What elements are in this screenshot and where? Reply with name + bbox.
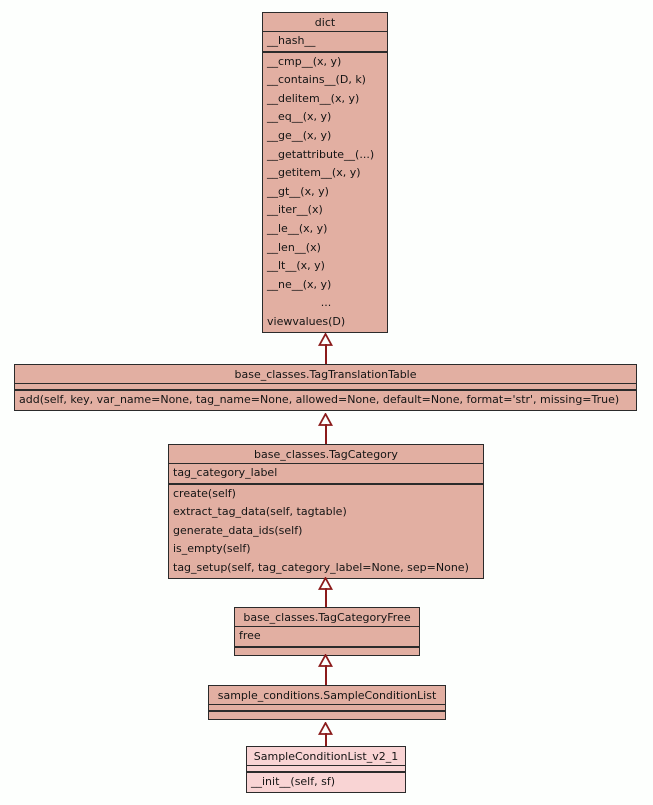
member-row: viewvalues(D): [267, 314, 346, 328]
member-row: __getattribute__(...): [267, 147, 375, 161]
member-row: is_empty(self): [173, 542, 251, 556]
member-row: __init__(self, sf): [251, 775, 336, 788]
attributes-compartment-dict: __hash__: [263, 32, 387, 53]
methods-compartment-sample-condition-list-v2-1: __init__(self, sf): [247, 773, 405, 792]
methods-compartment-dict: __cmp__(x, y) __contains__(D, k) __delitem…: [263, 53, 387, 332]
member-row: __getitem__(x, y): [267, 166, 361, 180]
class-title-tag-translation-table: base_classes.TagTranslationTable: [15, 365, 636, 384]
member-row: __iter__(x): [267, 203, 323, 217]
class-title-sample-condition-list: sample_conditions.SampleConditionList: [209, 686, 445, 705]
member-row: __lt__(x, y): [267, 259, 325, 273]
member-row: __le__(x, y): [267, 221, 328, 235]
class-box-tag-translation-table: base_classes.TagTranslationTable add(sel…: [14, 364, 637, 411]
inheritance-arrow-tagcategoryfree-to-tagcategory: [318, 577, 333, 607]
methods-compartment-sample-condition-list: [209, 712, 445, 719]
class-title-tag-category: base_classes.TagCategory: [169, 445, 483, 464]
member-row: __ne__(x, y): [267, 277, 332, 291]
member-row: __delitem__(x, y): [267, 91, 360, 105]
member-row: __gt__(x, y): [267, 184, 329, 198]
class-box-tag-category: base_classes.TagCategory tag_category_la…: [168, 444, 484, 579]
class-title-sample-condition-list-v2-1: SampleConditionList_v2_1: [247, 747, 405, 766]
class-box-sample-condition-list: sample_conditions.SampleConditionList: [208, 685, 446, 720]
inheritance-line: [324, 344, 327, 364]
attributes-compartment-tag-translation-table: [15, 384, 636, 391]
class-box-sample-condition-list-v2-1: SampleConditionList_v2_1 __init__(self, …: [246, 746, 406, 793]
methods-compartment-tag-category: create(self) extract_tag_data(self, tagta…: [169, 485, 483, 578]
member-row: __eq__(x, y): [267, 110, 332, 124]
member-row: __ge__(x, y): [267, 128, 332, 142]
member-row: tag_setup(self, tag_category_label=None,…: [173, 560, 469, 574]
member-row: __contains__(D, k): [267, 73, 366, 87]
attributes-compartment-tag-category: tag_category_label: [169, 464, 483, 485]
member-row: ...: [320, 296, 332, 310]
attributes-compartment-tag-category-free: free: [235, 627, 419, 648]
class-box-tag-category-free: base_classes.TagCategoryFree free: [234, 607, 420, 656]
inheritance-line: [324, 665, 327, 685]
inheritance-arrow-tagtranslationtable-to-dict: [318, 333, 333, 364]
member-row: extract_tag_data(self, tagtable): [173, 505, 347, 519]
member-row: tag_category_label: [173, 466, 278, 479]
attributes-compartment-sample-condition-list: [209, 705, 445, 712]
attributes-compartment-sample-condition-list-v2-1: [247, 766, 405, 773]
inheritance-arrow-tagcategory-to-tagtranslationtable: [318, 413, 333, 444]
class-box-dict: dict __hash__ __cmp__(x, y) __contains__(…: [262, 12, 388, 333]
member-row: __len__(x): [267, 240, 321, 254]
inheritance-line: [324, 424, 327, 444]
methods-compartment-tag-translation-table: add(self, key, var_name=None, tag_name=N…: [15, 391, 636, 410]
member-row: __hash__: [267, 34, 316, 47]
class-title-tag-category-free: base_classes.TagCategoryFree: [235, 608, 419, 627]
member-row: create(self): [173, 486, 236, 500]
member-row: generate_data_ids(self): [173, 523, 303, 537]
member-row: add(self, key, var_name=None, tag_name=N…: [19, 393, 620, 406]
inheritance-line: [324, 588, 327, 607]
member-row: free: [239, 629, 261, 642]
inheritance-arrow-sampleconditionlist-to-tagcategoryfree: [318, 654, 333, 685]
class-title-dict: dict: [263, 13, 387, 32]
inheritance-line: [324, 733, 327, 746]
inheritance-arrow-v2-1-to-sampleconditionlist: [318, 722, 333, 746]
member-row: __cmp__(x, y): [267, 54, 342, 68]
